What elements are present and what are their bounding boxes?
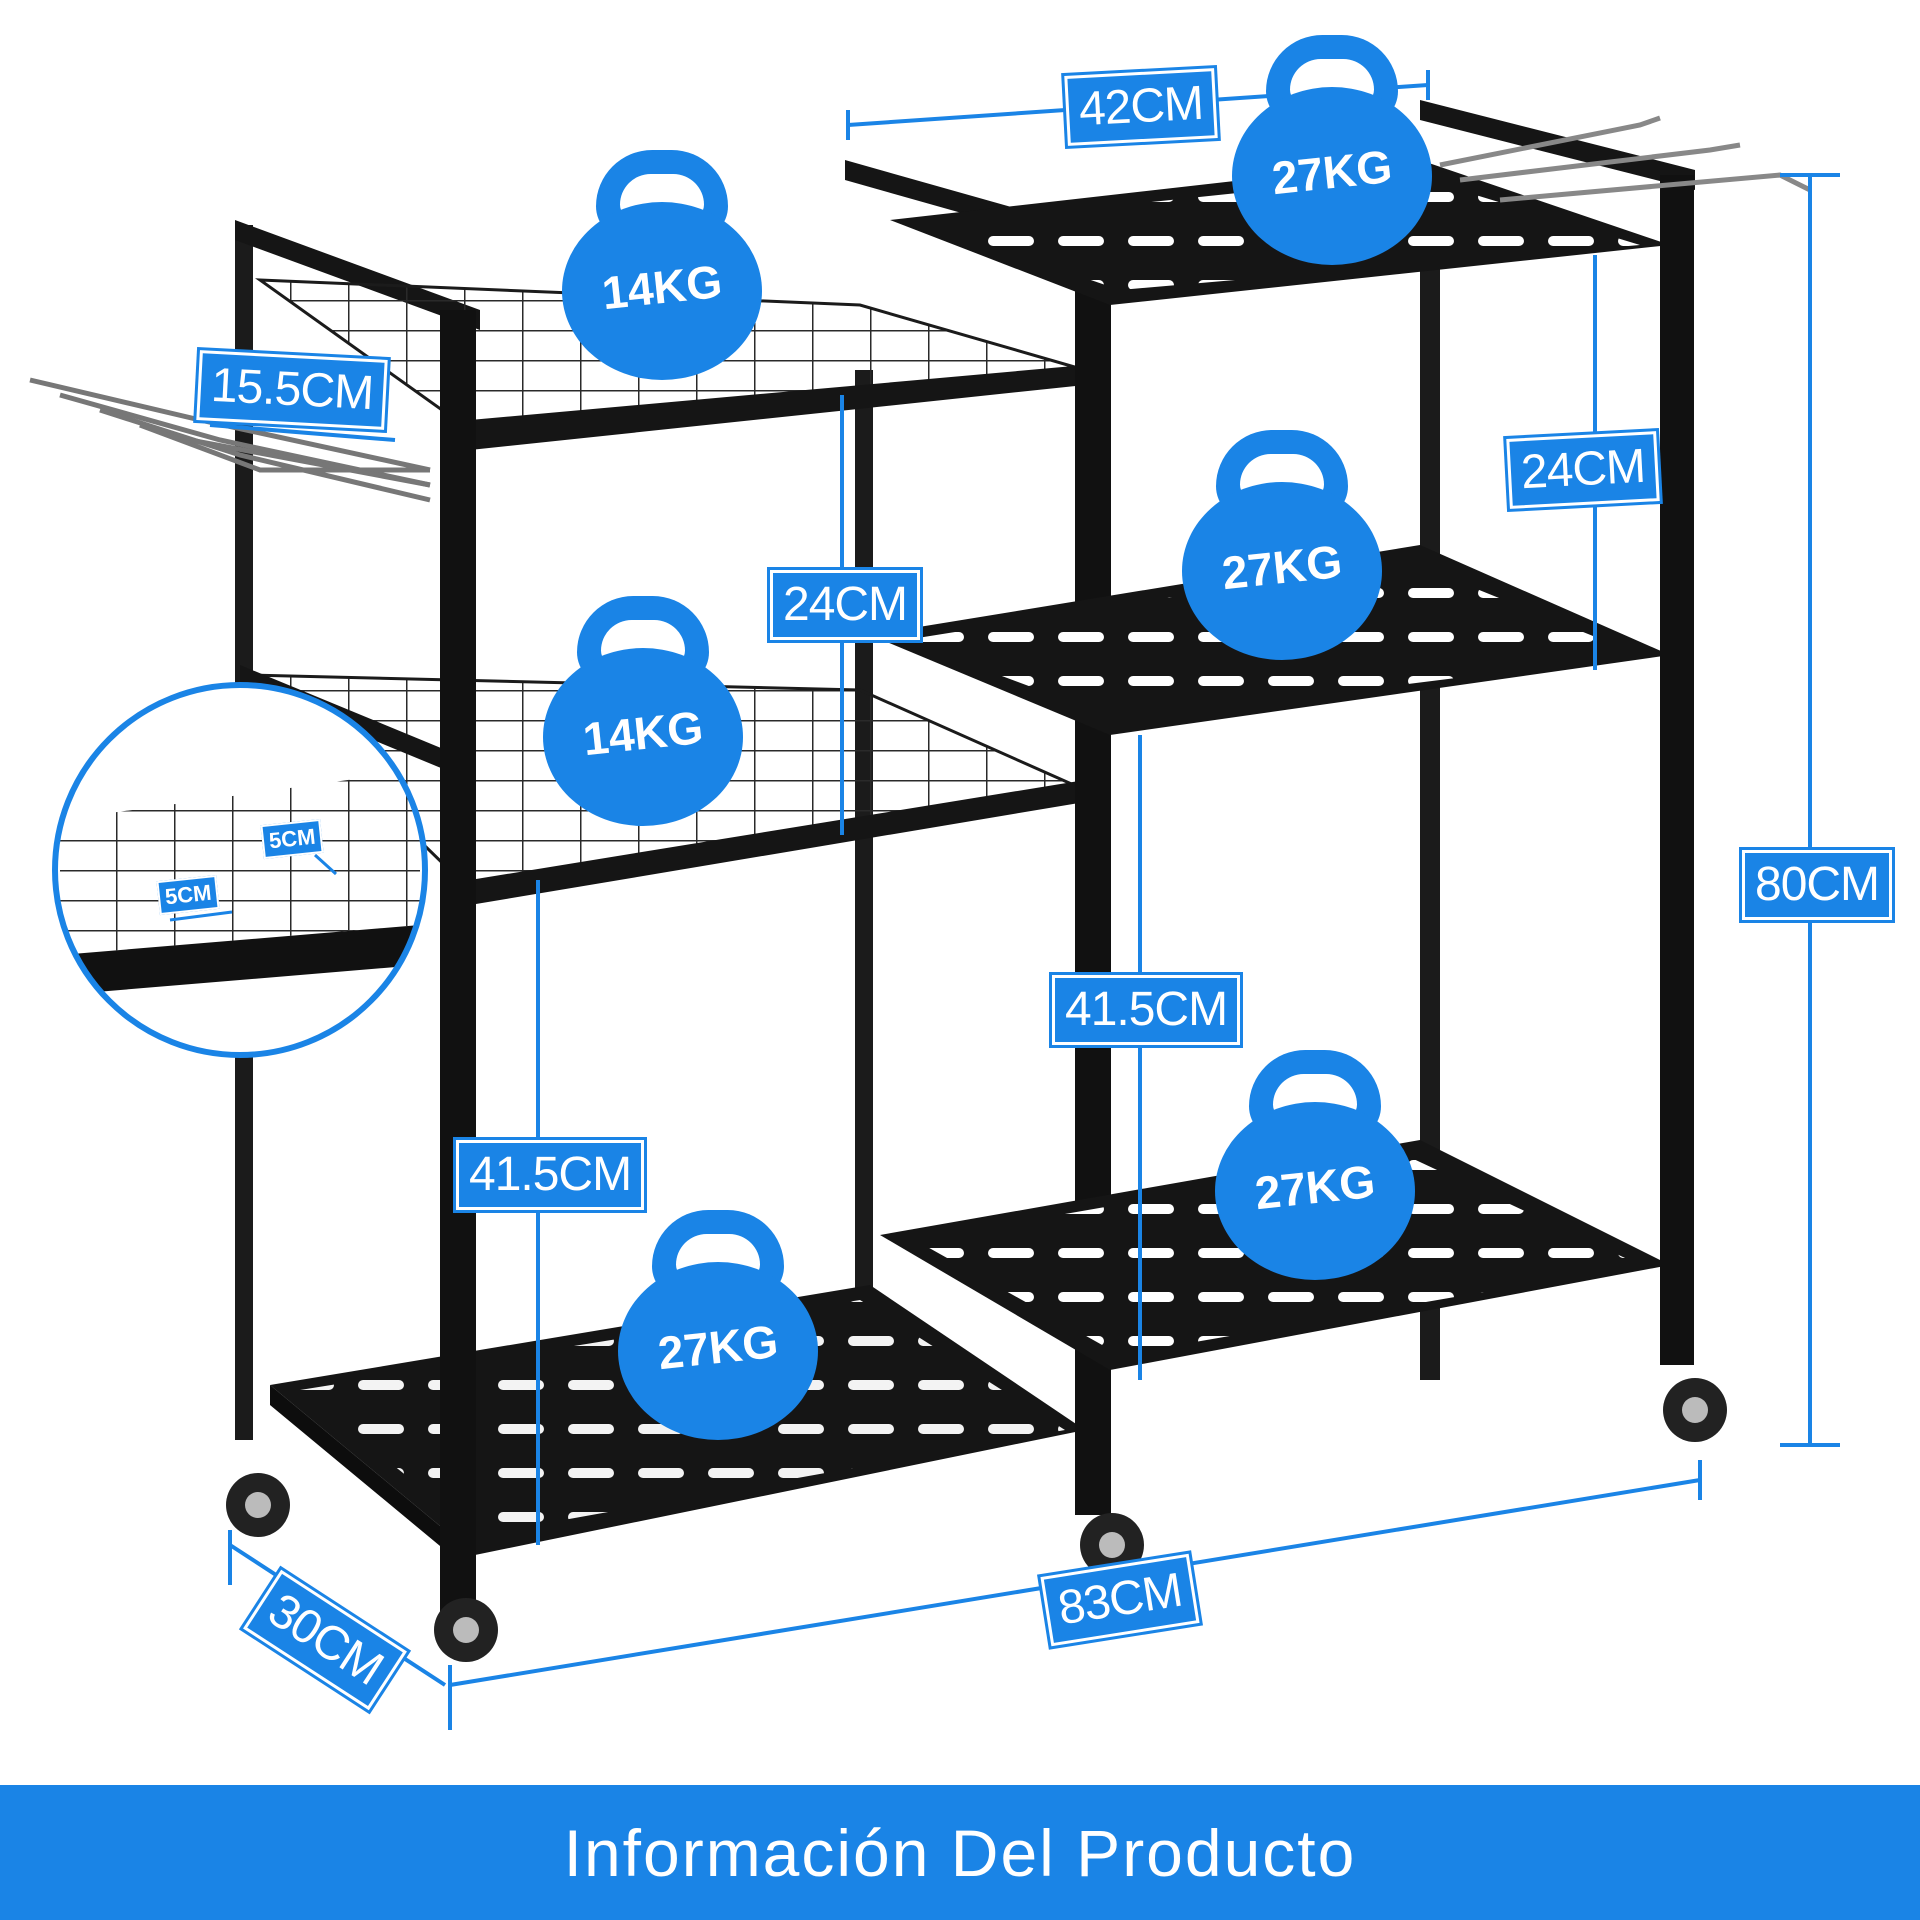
kettlebell-icon: 27KG: [618, 1210, 818, 1440]
dimension-label-total-height: 80CM: [1742, 850, 1893, 920]
wire-grid-detail: [52, 682, 428, 1058]
footer-title: Información Del Producto: [563, 1815, 1357, 1890]
dimension-label-left-gap-upper: 24CM: [770, 570, 921, 640]
dimension-label-right-gap-upper: 24CM: [1506, 431, 1660, 509]
dimension-label-top-width: 42CM: [1064, 68, 1218, 146]
kettlebell-icon: 14KG: [562, 150, 762, 380]
grid-cell-label-b: 5CM: [156, 874, 221, 916]
dimension-label-left-gap-lower: 41.5CM: [456, 1140, 645, 1210]
dimension-label-right-gap-lower: 41.5CM: [1052, 975, 1241, 1045]
kettlebell-icon: 27KG: [1182, 430, 1382, 660]
dimension-label-hook-length: 15.5CM: [196, 350, 388, 430]
grid-cell-label-a: 5CM: [260, 818, 325, 860]
kettlebell-icon: 27KG: [1215, 1050, 1415, 1280]
caster-wheel-icon: [226, 1473, 1144, 1662]
footer-banner: Información Del Producto: [0, 1785, 1920, 1920]
kettlebell-icon: 14KG: [543, 596, 743, 826]
kettlebell-icon: 27KG: [1232, 35, 1432, 265]
